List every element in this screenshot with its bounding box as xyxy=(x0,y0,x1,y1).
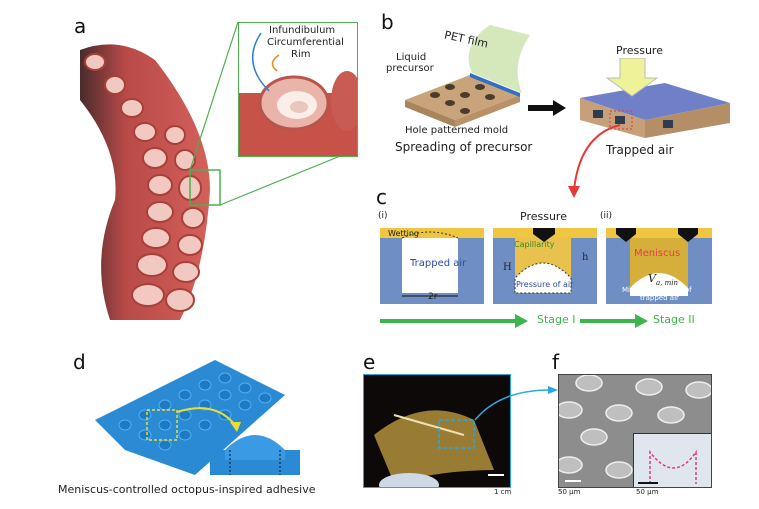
panel-label-f: f xyxy=(552,350,560,374)
scale-50um-inset: 50 μm xyxy=(636,488,659,496)
stage-ii-diagram xyxy=(606,228,712,304)
stage-1-label: Stage I xyxy=(537,313,576,326)
sem-inset xyxy=(633,433,711,487)
panel-label-c: c xyxy=(376,185,387,209)
panel-label-d: d xyxy=(73,350,86,374)
va-min-label: Va, min xyxy=(648,272,678,287)
pressure-label-b: Pressure xyxy=(616,44,663,57)
film-photo xyxy=(363,374,511,488)
red-zoom-arrow xyxy=(568,124,621,198)
stage-i-diagram xyxy=(380,228,484,304)
adhesive-caption: Meniscus-controlled octopus-inspired adh… xyxy=(58,483,316,496)
liquid-label: Liquid xyxy=(396,52,427,63)
capillarity-label: Capillarity xyxy=(514,240,555,249)
inset-connector xyxy=(189,21,356,206)
wetting-label: Wetting xyxy=(388,229,420,238)
infundibulum-label: Infundibulum xyxy=(269,25,336,36)
meniscus-label: Meniscus xyxy=(634,248,681,259)
octopus-arm-image xyxy=(80,44,210,320)
stage-1-diagram xyxy=(493,228,597,304)
stage-2-label: Stage II xyxy=(653,313,695,326)
scale-50um-main: 50 μm xyxy=(558,488,581,496)
spreading-caption: Spreading of precursor xyxy=(395,140,533,154)
trapped-air-diagram xyxy=(580,58,730,138)
panel-label-b: b xyxy=(381,10,394,34)
pressure-of-air-label: Pressure of air xyxy=(516,280,574,289)
mold-label: Hole patterned mold xyxy=(405,125,509,136)
sem-image xyxy=(558,374,712,488)
trapped-air-label: Trapped air xyxy=(410,258,467,269)
mold-spreading-diagram xyxy=(405,25,530,127)
process-arrow xyxy=(528,100,566,116)
adhesive-3d-render xyxy=(95,360,300,475)
stage-arrows xyxy=(380,314,648,328)
h-label: h xyxy=(582,252,589,263)
min-volume-label-2: trapped air xyxy=(640,294,679,302)
pressure-label-c: Pressure xyxy=(520,210,567,223)
trapped-air-caption: Trapped air xyxy=(606,143,674,157)
panel-label-e: e xyxy=(363,350,376,374)
substage-ii-label: (ii) xyxy=(600,211,613,221)
va-symbol: V xyxy=(648,272,656,285)
sucker-inset: Infundibulum Circumferential Rim xyxy=(238,22,358,157)
min-volume-label-1: Minimum volume of xyxy=(622,286,692,294)
precursor-label: precursor xyxy=(386,63,434,74)
rim-label: Rim xyxy=(291,49,311,60)
substage-i-label: (i) xyxy=(378,211,388,221)
H-label: H xyxy=(503,262,512,273)
radius-label: 2r xyxy=(428,292,438,302)
va-subscript: a, min xyxy=(655,279,678,288)
circumferential-label: Circumferential xyxy=(267,37,344,48)
blue-zoom-arrow xyxy=(474,386,558,421)
scale-1cm: 1 cm xyxy=(494,488,512,496)
panel-label-a: a xyxy=(74,14,87,38)
